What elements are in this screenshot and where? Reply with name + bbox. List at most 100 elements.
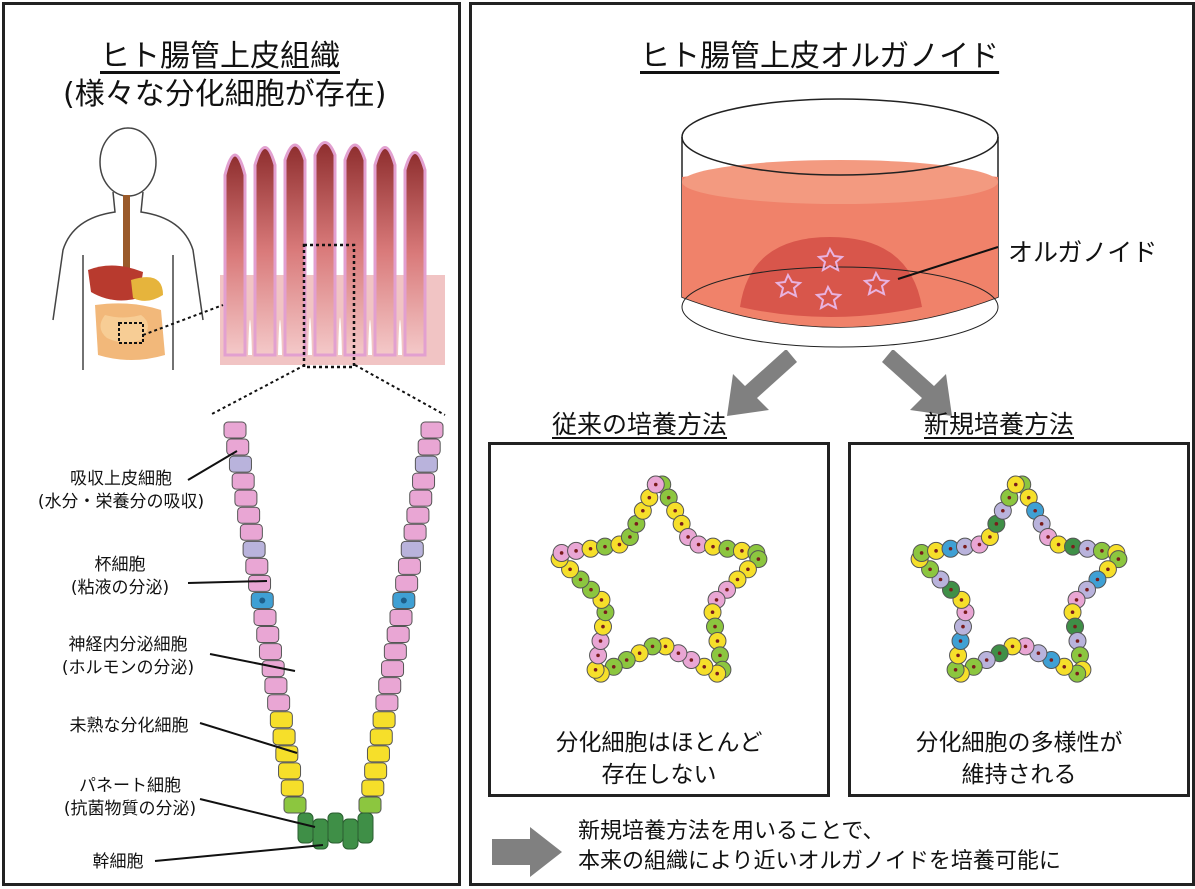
star-new-nucleus [1037, 651, 1041, 655]
star-conv-nucleus [625, 658, 629, 662]
star-conv-nucleus [736, 578, 740, 582]
star-new-nucleus [1071, 610, 1075, 614]
star-conv-nucleus [711, 610, 715, 614]
star-new-nucleus [1014, 483, 1018, 487]
star-new-nucleus [1106, 568, 1110, 572]
star-conv-nucleus [641, 509, 645, 513]
star-conv-nucleus [589, 588, 593, 592]
left-panel: ヒト腸管上皮組織 (様々な分化細胞が存在) [2, 2, 461, 886]
star-conv-nucleus [718, 654, 722, 658]
star-new-nucleus [1027, 496, 1031, 500]
star-new-nucleus [1073, 625, 1077, 629]
star-conv-nucleus [715, 672, 719, 676]
star-new-nucleus [939, 578, 943, 582]
star-new-nucleus [959, 639, 963, 643]
star-conv-nucleus [635, 522, 639, 526]
star-new-nucleus [1071, 545, 1075, 549]
star-new-nucleus [963, 545, 967, 549]
star-conv-nucleus [664, 645, 668, 649]
star-new-nucleus [1096, 578, 1100, 582]
star-new-nucleus [1075, 672, 1079, 676]
star-conv-nucleus [716, 639, 720, 643]
star-new-nucleus [1001, 509, 1005, 513]
star-conv-nucleus [589, 547, 593, 551]
star-new-nucleus [1117, 557, 1121, 561]
star-conv-nucleus [690, 658, 694, 662]
star-conv-nucleus [560, 551, 564, 555]
star-new-nucleus [920, 551, 924, 555]
star-conv-nucleus [579, 578, 583, 582]
label-leader-lines [5, 5, 464, 889]
star-new-nucleus [1033, 509, 1037, 513]
star-new-nucleus [1040, 522, 1044, 526]
star-new-nucleus [1011, 645, 1015, 649]
star-new-nucleus [998, 651, 1002, 655]
star-conv-nucleus [673, 509, 677, 513]
star-new-nucleus [949, 588, 953, 592]
star-conv-nucleus [601, 625, 605, 629]
star-conv-nucleus [725, 588, 729, 592]
star-new-nucleus [1062, 665, 1066, 669]
culture-dish-illustration [680, 97, 1000, 347]
organoid-conventional [539, 463, 779, 703]
star-conv-nucleus [726, 547, 730, 551]
star-new-nucleus [1024, 645, 1028, 649]
star-new-nucleus [985, 658, 989, 662]
star-new-nucleus [964, 610, 968, 614]
star-new-nucleus [1008, 496, 1012, 500]
star-new-nucleus [1076, 639, 1080, 643]
star-new-nucleus [928, 568, 932, 572]
star-conv-nucleus [603, 545, 607, 549]
star-conv-nucleus [596, 654, 600, 658]
star-new-nucleus [988, 535, 992, 539]
star-conv-nucleus [599, 639, 603, 643]
star-new-nucleus [949, 547, 953, 551]
star-new-nucleus [1085, 588, 1089, 592]
dish-organoid-label: オルガノイド [1008, 233, 1157, 269]
star-conv-nucleus [686, 535, 690, 539]
star-conv-nucleus [604, 610, 608, 614]
new-method-title: 新規培養方法 [924, 405, 1074, 441]
star-conv-nucleus [713, 625, 717, 629]
star-conv-nucleus [677, 651, 681, 655]
footer-arrow-icon [492, 827, 562, 877]
star-conv-nucleus [697, 543, 701, 547]
arrow-left-icon [727, 350, 797, 420]
star-conv-nucleus [568, 568, 572, 572]
star-conv-nucleus [618, 543, 622, 547]
right-panel: ヒト腸管上皮オルガノイド オルガノイド 従来の培養方法 新規培養方法 分化細胞は… [469, 2, 1195, 886]
star-conv-nucleus [612, 665, 616, 669]
star-new-nucleus [961, 625, 965, 629]
star-new-nucleus [1078, 654, 1082, 658]
star-conv-nucleus [711, 545, 715, 549]
star-new-nucleus [972, 665, 976, 669]
star-new-nucleus [954, 668, 958, 672]
star-new-nucleus [1046, 535, 1050, 539]
star-conv-nucleus [628, 535, 632, 539]
star-conv-nucleus [740, 549, 744, 553]
new-caption: 分化細胞の多様性が維持される [851, 727, 1187, 791]
organoid-new [899, 463, 1139, 703]
star-new-nucleus [1075, 598, 1079, 602]
star-conv-nucleus [651, 645, 655, 649]
star-conv-nucleus [648, 496, 652, 500]
conventional-box: 分化細胞はほとんど存在しない [488, 442, 830, 797]
star-conv-nucleus [702, 665, 706, 669]
conventional-caption: 分化細胞はほとんど存在しない [491, 727, 827, 791]
star-conv-nucleus [654, 483, 658, 487]
star-new-nucleus [956, 654, 960, 658]
star-new-nucleus [1057, 543, 1061, 547]
star-new-nucleus [1050, 658, 1054, 662]
star-conv-nucleus [667, 496, 671, 500]
star-new-nucleus [934, 549, 938, 553]
new-box: 分化細胞の多様性が維持される [848, 442, 1190, 797]
star-new-nucleus [978, 543, 982, 547]
star-new-nucleus [960, 598, 964, 602]
conventional-method-title: 従来の培養方法 [552, 405, 727, 441]
star-conv-nucleus [746, 568, 750, 572]
star-conv-nucleus [594, 668, 598, 672]
star-conv-nucleus [600, 598, 604, 602]
star-conv-nucleus [574, 549, 578, 553]
star-new-nucleus [1100, 549, 1104, 553]
star-conv-nucleus [715, 598, 719, 602]
